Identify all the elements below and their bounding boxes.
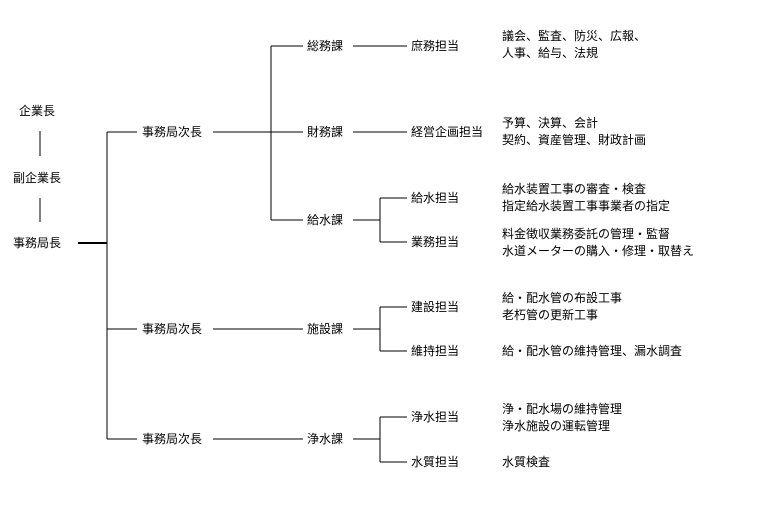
duty-line: 浄水施設の運転管理 (502, 419, 611, 433)
duty-line: 老朽管の更新工事 (502, 308, 599, 322)
duty-line: 給・配水管の維持管理、漏水調査 (502, 344, 683, 358)
node-section-planning: 経営企画担当 (411, 125, 484, 139)
duties-maintenance: 給・配水管の維持管理、漏水調査 (502, 343, 682, 360)
duties-supply: 給水装置工事の審査・検査 指定給水装置工事事業者の指定 (502, 181, 670, 215)
node-manager: 企業長 (19, 104, 56, 118)
duty-line: 契約、資産管理、財政計画 (502, 133, 647, 147)
node-purification-division: 浄水課 (307, 432, 344, 446)
node-section-supply: 給水担当 (411, 191, 460, 205)
node-general-affairs-division: 総務課 (307, 39, 344, 53)
node-finance-division: 財務課 (307, 125, 344, 139)
duties-business: 料金徴収業務委託の管理・監督 水道メーターの購入・修理・取替え (502, 226, 694, 260)
node-section-business: 業務担当 (411, 235, 460, 249)
duty-line: 浄・配水場の維持管理 (502, 402, 623, 416)
node-section-water-quality: 水質担当 (411, 455, 460, 469)
duties-construction: 給・配水管の布設工事 老朽管の更新工事 (502, 290, 622, 324)
node-water-supply-division: 給水課 (307, 213, 344, 227)
node-facilities-division: 施設課 (307, 322, 344, 336)
duty-line: 指定給水装置工事事業者の指定 (502, 199, 671, 213)
node-vice-head-1: 事務局次長 (142, 125, 203, 139)
duties-planning: 予算、決算、会計 契約、資産管理、財政計画 (502, 115, 646, 149)
node-section-construction: 建設担当 (411, 300, 460, 314)
duty-line: 予算、決算、会計 (502, 116, 599, 130)
node-section-purification: 浄水担当 (411, 410, 460, 424)
duty-line: 料金徴収業務委託の管理・監督 (502, 227, 671, 241)
duty-line: 議会、監査、防災、広報、 (502, 29, 647, 43)
duty-line: 給水装置工事の審査・検査 (502, 182, 647, 196)
node-deputy-manager: 副企業長 (13, 171, 62, 185)
duties-purification: 浄・配水場の維持管理 浄水施設の運転管理 (502, 401, 622, 435)
duty-line: 人事、給与、法規 (502, 46, 599, 60)
duties-water-quality: 水質検査 (502, 454, 550, 471)
node-vice-head-3: 事務局次長 (142, 432, 203, 446)
duties-general: 議会、監査、防災、広報、 人事、給与、法規 (502, 28, 646, 62)
node-section-general: 庶務担当 (411, 39, 460, 53)
node-section-maintenance: 維持担当 (411, 344, 460, 358)
duty-line: 水質検査 (502, 455, 551, 469)
node-vice-head-2: 事務局次長 (142, 322, 203, 336)
duty-line: 給・配水管の布設工事 (502, 291, 623, 305)
node-secretariat-head: 事務局長 (13, 236, 62, 250)
duty-line: 水道メーターの購入・修理・取替え (502, 244, 695, 258)
